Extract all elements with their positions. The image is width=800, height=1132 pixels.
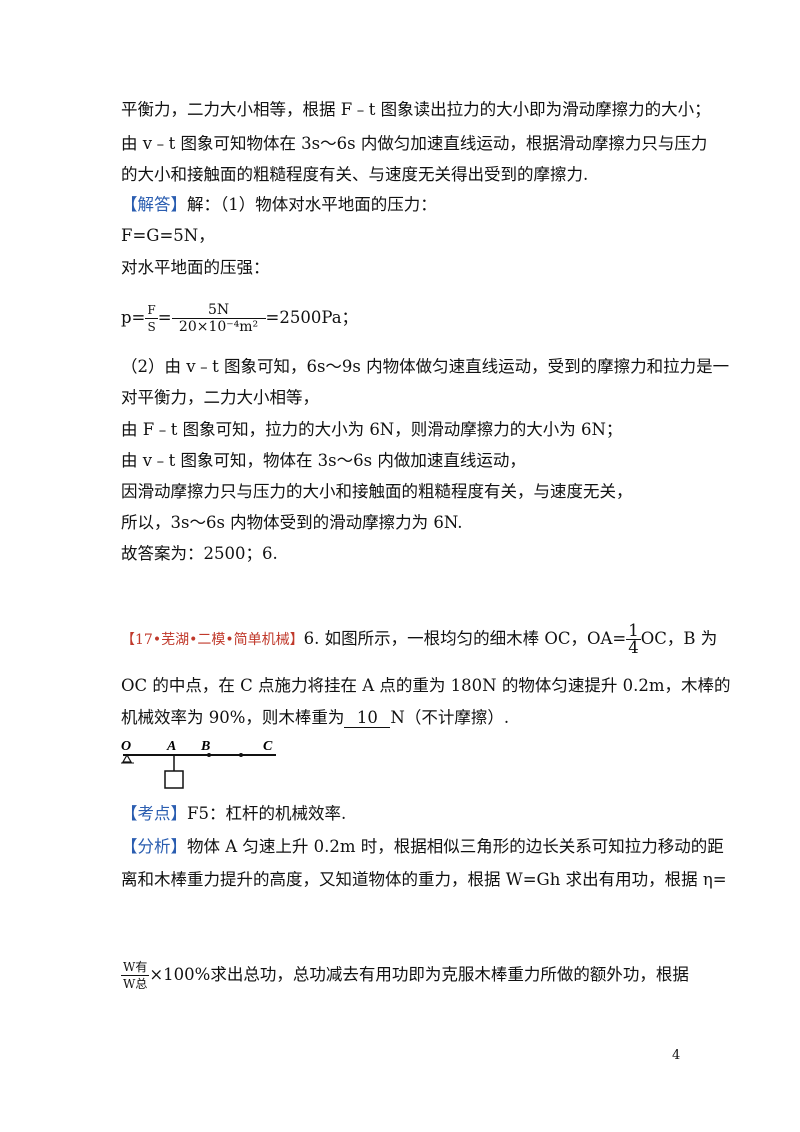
solution-text: 解：（1）物体对水平地面的压力： [187,195,437,214]
label-a: A [166,739,176,754]
label-b: B [200,739,210,754]
solution-tag: 【解答】 [121,195,187,214]
text-line: F=G=5N， [121,226,215,245]
analysis-line: 【分析】物体 A 匀速上升 0.2m 时，根据相似三角形的边长关系可知拉力移动的… [121,837,724,857]
kaodian-tag: 【考点】 [121,804,187,823]
frac-den: S [147,320,156,334]
text-line: 由 v﹣t 图象可知物体在 3s～6s 内做匀加速直线运动，根据滑动摩擦力只与压… [121,134,708,153]
point-dot [239,753,243,757]
page-number: 4 [672,1048,681,1063]
question-text: OC，B 为 [640,629,718,648]
text-line: 由 F﹣t 图象可知，拉力的大小为 6N，则滑动摩擦力的大小为 6N； [121,420,623,439]
label-o: O [121,739,131,754]
formula-pre: p= [121,308,146,327]
question-text: 机械效率为 90%，则木棒重为 [121,708,345,727]
hanging-block [164,770,184,789]
text-line: 的大小和接触面的粗糙程度有关、与速度无关得出受到的摩擦力. [121,165,589,184]
frac-num: F [145,303,158,319]
text-line: （2）由 v﹣t 图象可知，6s～9s 内物体做匀速直线运动，受到的摩擦力和拉力… [121,357,730,376]
frac-den: 4 [628,638,639,657]
point-b-dot [207,753,211,757]
lever-diagram: O A B C [121,739,276,789]
frac-num: 1 [626,621,641,640]
frac-den: W总 [123,977,148,991]
text-line: 因滑动摩擦力只与压力的大小和接触面的粗糙程度有关，与速度无关， [121,482,633,501]
solution-line: 【解答】解：（1）物体对水平地面的压力： [121,195,437,215]
text-line: 平衡力，二力大小相等，根据 F﹣t 图象读出拉力的大小即为滑动摩擦力的大小； [121,100,711,119]
formula-eq: = [157,308,172,327]
frac-num: 5N [171,302,266,319]
frac-den: 20×10⁻⁴m² [178,319,259,335]
analysis-line: 离和木棒重力提升的高度，又知道物体的重力，根据 W=Gh 求出有用功，根据 η= [121,870,727,889]
pivot-icon [121,753,133,763]
question-text: 6. 如图所示，一根均匀的细木棒 OC，OA= [303,629,627,648]
analysis-text: ×100%求出总功，总功减去有用功即为克服木棒重力所做的额外功，根据 [149,965,689,984]
kaodian-text: F5：杠杆的机械效率. [187,804,347,823]
label-c: C [263,739,273,754]
analysis-tag: 【分析】 [121,837,187,856]
answer-blank: 10 [344,709,391,728]
text-line: 由 v﹣t 图象可知，物体在 3s～6s 内做加速直线运动， [121,451,526,470]
question-text: N（不计摩擦）. [390,708,510,727]
text-line: 所以，3s～6s 内物体受到的滑动摩擦力为 6N. [121,513,463,532]
question-tag: 【17•芜湖•二模•简单机械】 [121,632,304,648]
analysis-text: 物体 A 匀速上升 0.2m 时，根据相似三角形的边长关系可知拉力移动的距 [187,837,724,856]
answer-line: 故答案为：2500；6. [121,544,278,563]
formula-post: =2500Pa； [265,308,359,327]
frac-num: W有 [121,960,150,976]
question-line: OC 的中点，在 C 点施力将挂在 A 点的重为 180N 的物体匀速提升 0.… [121,676,731,695]
text-line: 对平衡力，二力大小相等， [121,388,319,407]
kaodian-line: 【考点】F5：杠杆的机械效率. [121,804,346,824]
text-line: 对水平地面的压强： [121,258,270,277]
